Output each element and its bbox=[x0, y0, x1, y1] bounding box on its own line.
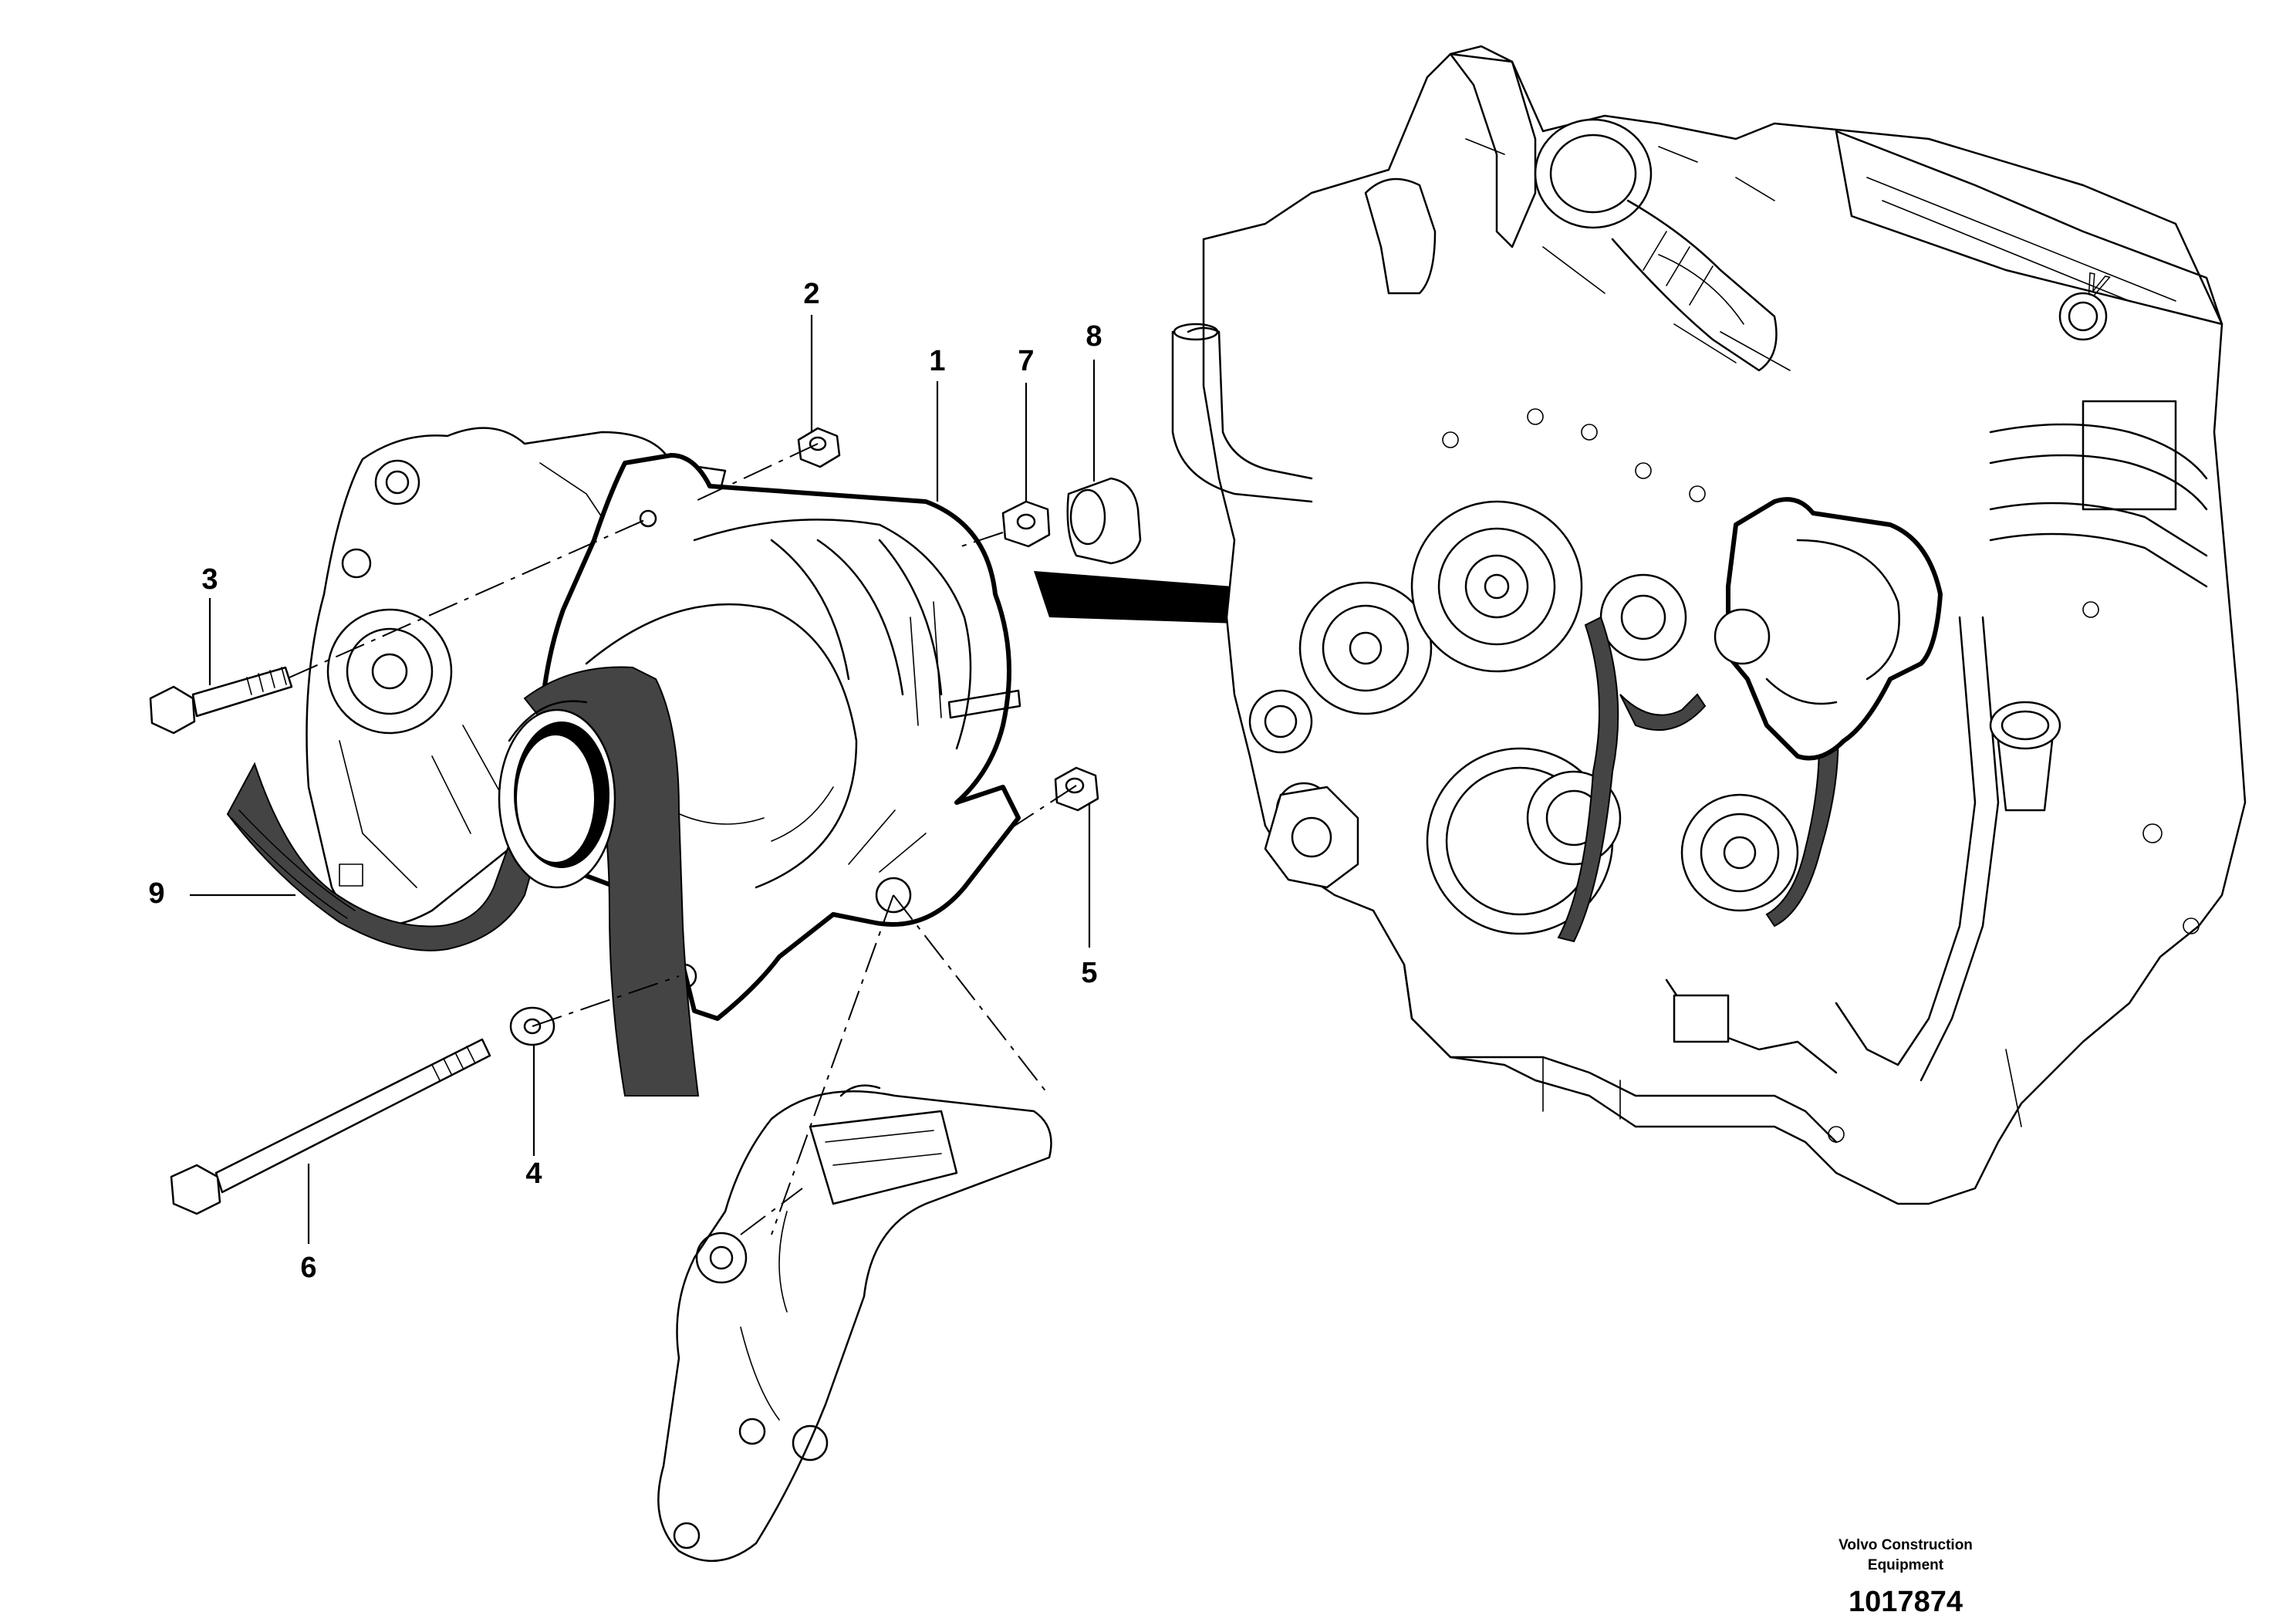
credit-block: Volvo Construction Equipment 1017874 bbox=[1838, 1537, 1973, 1618]
callout-2: 2 bbox=[803, 278, 819, 310]
callout-1: 1 bbox=[929, 345, 945, 377]
callout-labels: 1 2 3 4 5 6 7 8 9 bbox=[148, 278, 1102, 1284]
bolt-6 bbox=[170, 1038, 491, 1215]
callout-3: 3 bbox=[201, 563, 218, 596]
callout-8: 8 bbox=[1086, 320, 1102, 353]
sleeve-8 bbox=[1066, 477, 1142, 565]
nut-2 bbox=[797, 427, 841, 468]
nut-5 bbox=[1054, 766, 1099, 812]
document-number: 1017874 bbox=[1849, 1586, 1963, 1618]
callout-5: 5 bbox=[1081, 957, 1097, 989]
callout-leaders bbox=[190, 315, 1096, 1244]
alternator-pulley bbox=[498, 666, 700, 1097]
callout-9: 9 bbox=[148, 877, 164, 910]
callout-4: 4 bbox=[525, 1157, 542, 1190]
nut-7 bbox=[1001, 500, 1051, 548]
bolt-3 bbox=[149, 666, 293, 735]
mounting-bracket bbox=[657, 1084, 1052, 1563]
drive-belt-left bbox=[226, 762, 542, 951]
engine-assembly: V bbox=[1171, 45, 2247, 1205]
credit-line-1: Volvo Construction bbox=[1838, 1537, 1973, 1553]
callout-6: 6 bbox=[300, 1252, 316, 1284]
credit-line-2: Equipment bbox=[1868, 1557, 1944, 1573]
callout-7: 7 bbox=[1018, 345, 1034, 377]
assembly-lines bbox=[289, 443, 1077, 1235]
